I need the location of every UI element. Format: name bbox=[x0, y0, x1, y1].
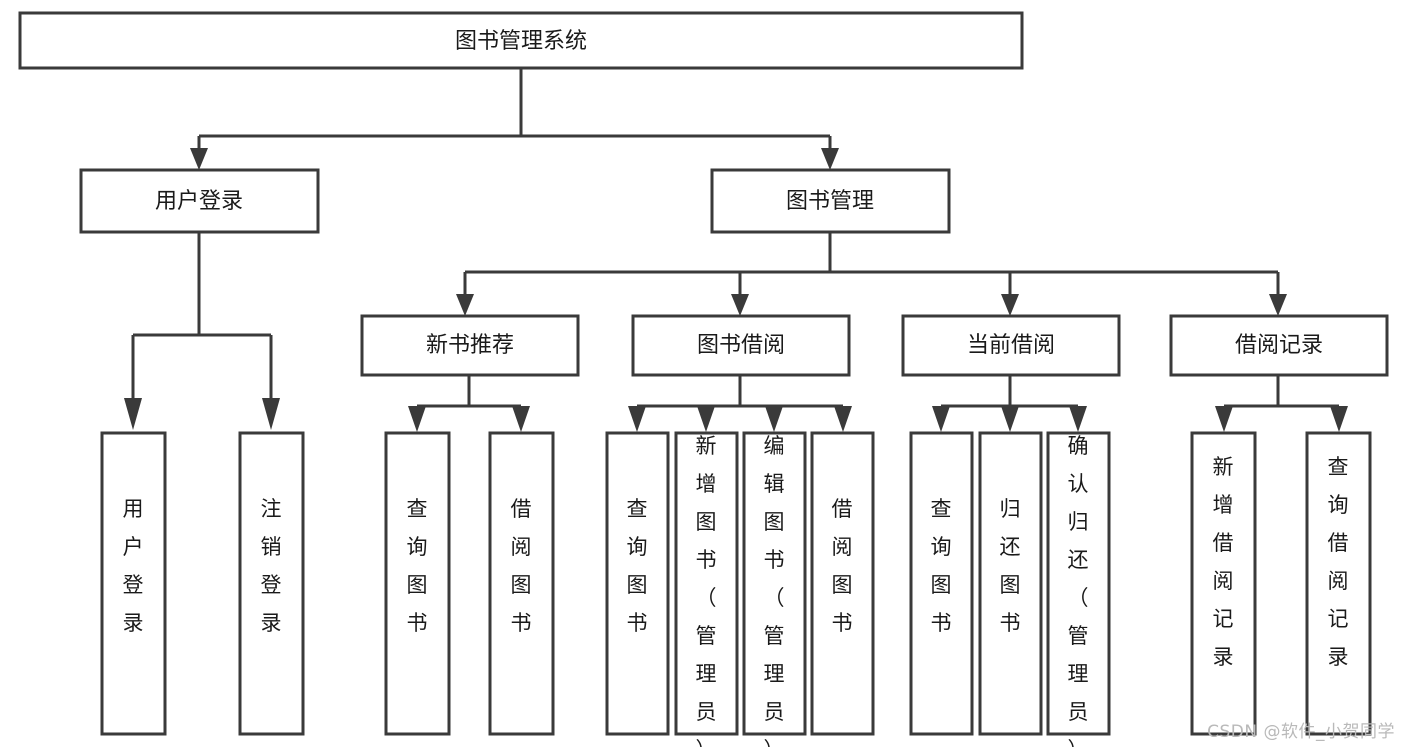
node-new-book-recommend-label: 新书推荐 bbox=[426, 333, 514, 358]
node-book-management[interactable]: 图书管理 bbox=[710, 168, 951, 234]
node-leaf-borrow-book-2-label: 借阅图书 bbox=[832, 497, 853, 635]
arrow-head-leaf-return-book bbox=[1001, 406, 1019, 432]
node-leaf-query-record-label: 查询借阅记录 bbox=[1328, 455, 1349, 669]
node-leaf-return-book-label: 归还图书 bbox=[1000, 497, 1021, 635]
node-borrow-record-label: 借阅记录 bbox=[1235, 333, 1323, 358]
node-leaf-return-book[interactable]: 归还图书 bbox=[978, 431, 1043, 736]
arrow-head-leaf-user-login bbox=[124, 398, 142, 430]
csdn-watermark: CSDN @软件_小贺同学 bbox=[1207, 722, 1395, 742]
connector-group bbox=[124, 68, 1348, 432]
node-leaf-edit-book[interactable]: 编辑图书（管理员） bbox=[742, 431, 807, 747]
node-leaf-logout-login-label: 注销登录 bbox=[261, 497, 282, 635]
node-leaf-borrow-book-2-box[interactable] bbox=[810, 431, 875, 736]
arrow-head-new-book-recommend bbox=[456, 294, 474, 316]
node-leaf-query-book-2-label: 查询图书 bbox=[627, 497, 648, 635]
node-new-book-recommend[interactable]: 新书推荐 bbox=[360, 314, 580, 377]
arrow-head-leaf-add-record bbox=[1215, 406, 1233, 432]
node-leaf-query-book-3-box[interactable] bbox=[909, 431, 974, 736]
node-leaf-confirm-return-box[interactable] bbox=[1046, 431, 1111, 736]
node-leaf-query-book-1-label: 查询图书 bbox=[407, 497, 428, 635]
node-leaf-add-book-label: 新增图书（管理员） bbox=[696, 434, 717, 747]
node-book-borrow-box[interactable] bbox=[631, 314, 851, 377]
arrow-head-book-management bbox=[821, 148, 839, 170]
arrow-head-borrow-record bbox=[1269, 294, 1287, 316]
node-current-borrow[interactable]: 当前借阅 bbox=[901, 314, 1121, 377]
node-book-borrow-label: 图书借阅 bbox=[697, 333, 785, 358]
node-root-label: 图书管理系统 bbox=[455, 29, 587, 54]
node-leaf-borrow-book-1-box[interactable] bbox=[488, 431, 555, 736]
node-current-borrow-label: 当前借阅 bbox=[967, 333, 1055, 358]
node-leaf-add-record-label: 新增借阅记录 bbox=[1213, 455, 1234, 669]
node-user-login[interactable]: 用户登录 bbox=[79, 168, 320, 234]
node-leaf-query-book-2-box[interactable] bbox=[605, 431, 670, 736]
node-leaf-query-book-2[interactable]: 查询图书 bbox=[605, 431, 670, 736]
arrow-head-leaf-query-record bbox=[1330, 406, 1348, 432]
node-book-borrow[interactable]: 图书借阅 bbox=[631, 314, 851, 377]
node-leaf-add-record[interactable]: 新增借阅记录 bbox=[1190, 431, 1257, 736]
node-leaf-user-login-box[interactable] bbox=[100, 431, 167, 736]
node-book-management-box[interactable] bbox=[710, 168, 951, 234]
arrow-head-leaf-borrow-book-2 bbox=[834, 406, 852, 432]
arrow-head-leaf-edit-book bbox=[765, 406, 783, 432]
arrow-head-user-login bbox=[190, 148, 208, 170]
arrow-head-leaf-confirm-return bbox=[1069, 406, 1087, 432]
node-leaf-borrow-book-2[interactable]: 借阅图书 bbox=[810, 431, 875, 736]
node-leaf-logout-login-box[interactable] bbox=[238, 431, 305, 736]
node-leaf-edit-book-label: 编辑图书（管理员） bbox=[764, 434, 785, 747]
node-root[interactable]: 图书管理系统 bbox=[18, 11, 1024, 70]
node-user-login-label: 用户登录 bbox=[155, 189, 243, 214]
arrow-head-leaf-add-book bbox=[697, 406, 715, 432]
node-leaf-borrow-book-1[interactable]: 借阅图书 bbox=[488, 431, 555, 736]
arrow-head-current-borrow bbox=[1001, 294, 1019, 316]
node-leaf-logout-login[interactable]: 注销登录 bbox=[238, 431, 305, 736]
node-leaf-query-book-1[interactable]: 查询图书 bbox=[384, 431, 451, 736]
node-leaf-add-book[interactable]: 新增图书（管理员） bbox=[674, 431, 739, 747]
node-leaf-confirm-return[interactable]: 确认归还（管理员） bbox=[1046, 431, 1111, 747]
arrow-head-leaf-query-book-1 bbox=[408, 406, 426, 432]
node-leaf-add-record-box[interactable] bbox=[1190, 431, 1257, 736]
node-leaf-query-record[interactable]: 查询借阅记录 bbox=[1305, 431, 1372, 736]
node-leaf-borrow-book-1-label: 借阅图书 bbox=[511, 497, 532, 635]
node-borrow-record-box[interactable] bbox=[1169, 314, 1389, 377]
node-leaf-confirm-return-label: 确认归还（管理员） bbox=[1068, 434, 1089, 747]
node-root-box[interactable] bbox=[18, 11, 1024, 70]
node-new-book-recommend-box[interactable] bbox=[360, 314, 580, 377]
arrow-head-book-borrow bbox=[731, 294, 749, 316]
node-leaf-user-login[interactable]: 用户登录 bbox=[100, 431, 167, 736]
arrow-head-leaf-logout-login bbox=[262, 398, 280, 430]
arrow-head-leaf-borrow-book-1 bbox=[512, 406, 530, 432]
node-leaf-query-book-1-box[interactable] bbox=[384, 431, 451, 736]
node-leaf-edit-book-box[interactable] bbox=[742, 431, 807, 736]
node-current-borrow-box[interactable] bbox=[901, 314, 1121, 377]
node-leaf-query-book-3[interactable]: 查询图书 bbox=[909, 431, 974, 736]
arrow-head-leaf-query-book-3 bbox=[932, 406, 950, 432]
node-leaf-query-book-3-label: 查询图书 bbox=[931, 497, 952, 635]
node-leaf-user-login-label: 用户登录 bbox=[123, 497, 144, 635]
node-book-management-label: 图书管理 bbox=[786, 189, 874, 214]
arrow-head-leaf-query-book-2 bbox=[628, 406, 646, 432]
node-borrow-record[interactable]: 借阅记录 bbox=[1169, 314, 1389, 377]
node-leaf-return-book-box[interactable] bbox=[978, 431, 1043, 736]
node-leaf-add-book-box[interactable] bbox=[674, 431, 739, 736]
node-leaf-query-record-box[interactable] bbox=[1305, 431, 1372, 736]
node-user-login-box[interactable] bbox=[79, 168, 320, 234]
